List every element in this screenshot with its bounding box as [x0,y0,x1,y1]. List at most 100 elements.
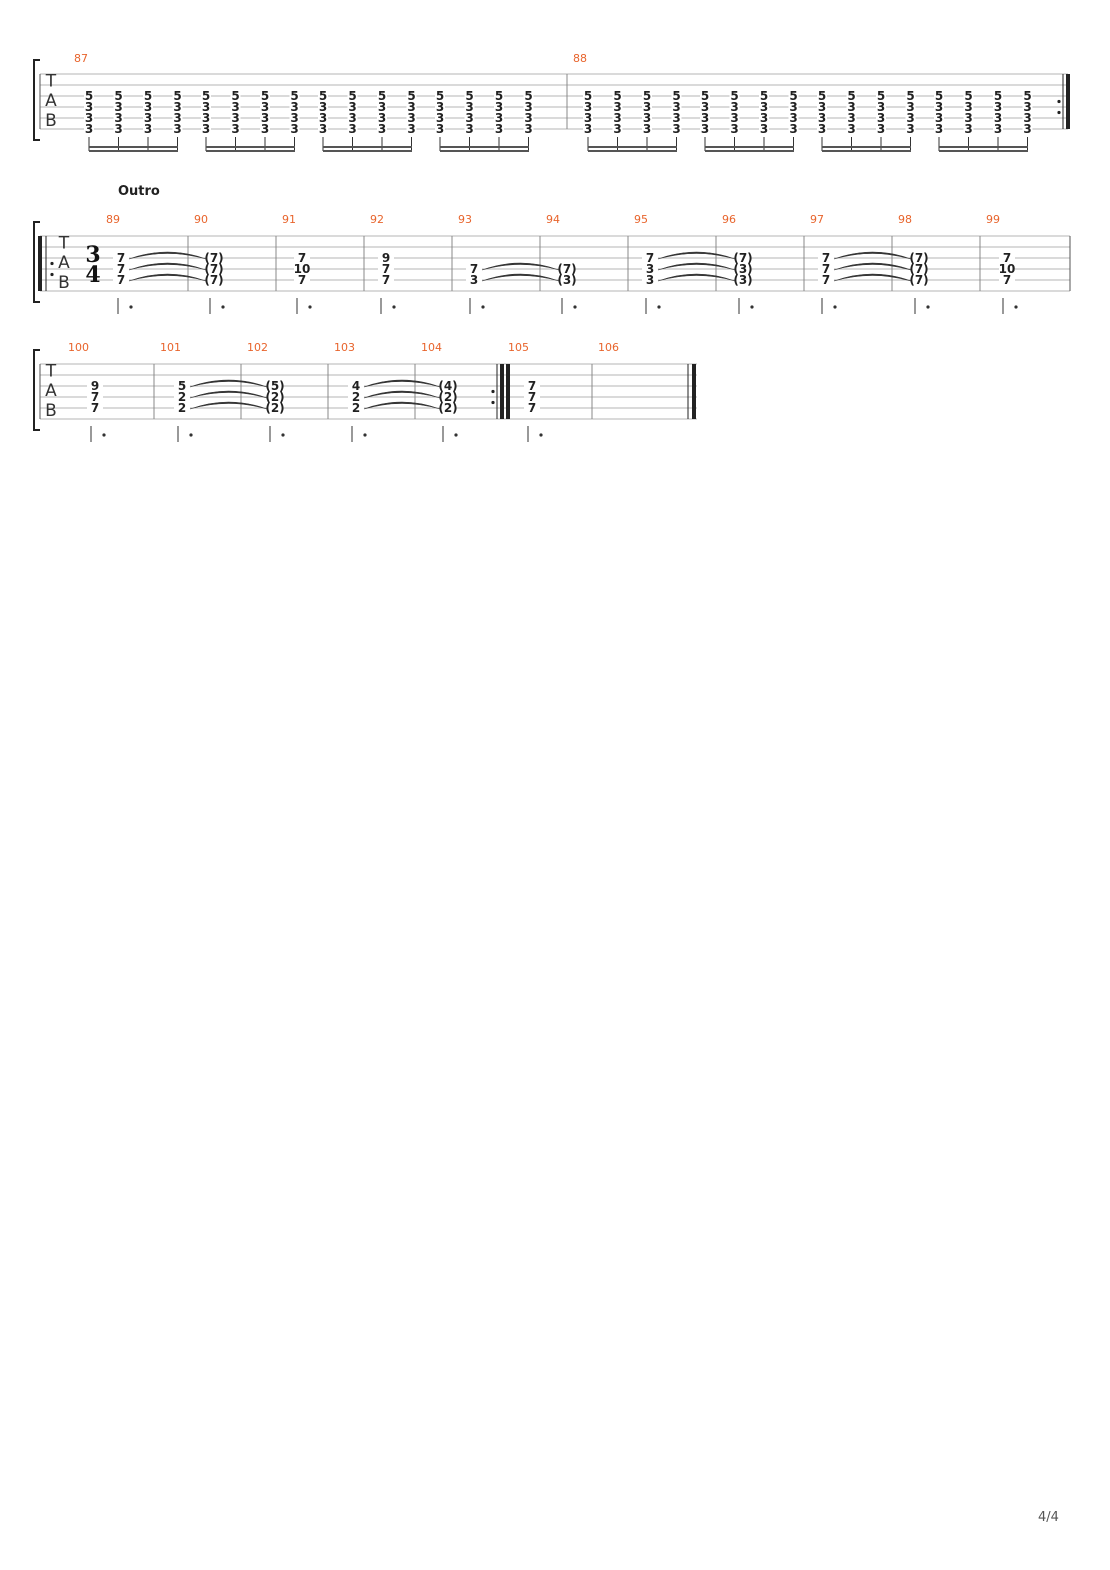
fret-number: (5) [265,379,284,393]
fret-mask [993,91,1003,101]
fret-mask [440,392,456,402]
fret-number: 7 [822,273,830,287]
fret-mask [612,102,623,112]
fret-number: 3 [760,100,768,114]
fret-mask [377,102,387,112]
tie-arc [657,273,736,282]
fret-number: 3 [465,122,473,136]
fret-number: 3 [495,122,503,136]
augmentation-dot [221,305,225,309]
fret-number: 7 [822,262,830,276]
fret-mask [818,253,834,263]
fret-mask [911,264,927,274]
fret-mask [523,102,534,112]
augmentation-dot [1014,305,1018,309]
fret-number: (3) [733,273,752,287]
fret-number: 10 [999,262,1016,276]
fret-number: 3 [407,100,415,114]
measure-number: 105 [508,341,529,354]
fret-mask [267,392,283,402]
fret-number: 5 [495,89,503,103]
measure-number: 98 [898,213,912,226]
system-bracket [33,59,40,141]
augmentation-dot [281,433,285,437]
measure-number: 100 [68,341,89,354]
fret-number: 3 [613,111,621,125]
beam [705,150,794,152]
fret-mask [172,113,183,123]
beam [939,150,1028,152]
fret-mask [378,275,394,285]
fret-mask [289,102,300,112]
fret-number: 3 [319,111,327,125]
fret-mask [174,381,190,391]
fret-mask [113,275,129,285]
fret-mask [642,113,652,123]
fret-number: 5 [436,89,444,103]
fret-mask [230,113,241,123]
fret-number: 3 [701,122,709,136]
fret-number: 3 [407,122,415,136]
fret-mask [348,392,364,402]
fret-mask [464,124,475,134]
fret-mask [583,91,593,101]
fret-mask [206,264,222,274]
fret-number: 3 [646,262,654,276]
fret-mask [963,113,974,123]
tab-clef-b: B [58,273,70,293]
tie-arc [481,262,560,271]
fret-number: 5 [994,89,1002,103]
fret-number: 3 [202,122,210,136]
fret-number: 3 [173,111,181,125]
fret-number: 3 [261,111,269,125]
fret-number: 3 [730,111,738,125]
fret-number: 5 [85,89,93,103]
fret-number: 3 [847,122,855,136]
fret-number: 2 [352,401,360,415]
fret-number: 3 [613,122,621,136]
fret-number: 5 [818,89,826,103]
tab-clef-a: A [45,91,57,111]
measure-number: 101 [160,341,181,354]
fret-mask [788,124,799,134]
fret-number: 3 [495,100,503,114]
fret-mask [583,113,593,123]
beam [588,150,677,152]
tab-clef-a: A [58,253,70,273]
fret-mask [963,91,974,101]
fret-mask [113,91,124,101]
fret-number: 5 [378,89,386,103]
fret-mask [87,403,103,413]
fret-mask [934,91,944,101]
fret-number: 2 [352,390,360,404]
fret-number: 3 [85,111,93,125]
fret-number: 5 [847,89,855,103]
fret-number: 5 [202,89,210,103]
augmentation-dot [657,305,661,309]
fret-number: 3 [994,100,1002,114]
fret-mask [113,102,124,112]
fret-mask [494,113,504,123]
fret-number: 3 [643,100,651,114]
fret-number: 3 [789,111,797,125]
fret-number: 3 [584,111,592,125]
measure-number: 102 [247,341,268,354]
fret-mask [846,91,857,101]
fret-number: 3 [935,122,943,136]
measure-number: 104 [421,341,442,354]
fret-number: 3 [524,100,532,114]
beam [588,146,677,148]
fret-number: 3 [465,100,473,114]
fret-number: 5 [964,89,972,103]
repeat-dot [491,389,495,394]
fret-mask [963,124,974,134]
repeat-dot [1057,110,1061,115]
fret-mask [729,113,740,123]
fret-mask [700,91,710,101]
fret-mask [729,124,740,134]
fret-number: 3 [847,100,855,114]
fret-mask [267,381,283,391]
measure-number: 92 [370,213,384,226]
fret-mask [201,124,211,134]
fret-number: 7 [528,390,536,404]
